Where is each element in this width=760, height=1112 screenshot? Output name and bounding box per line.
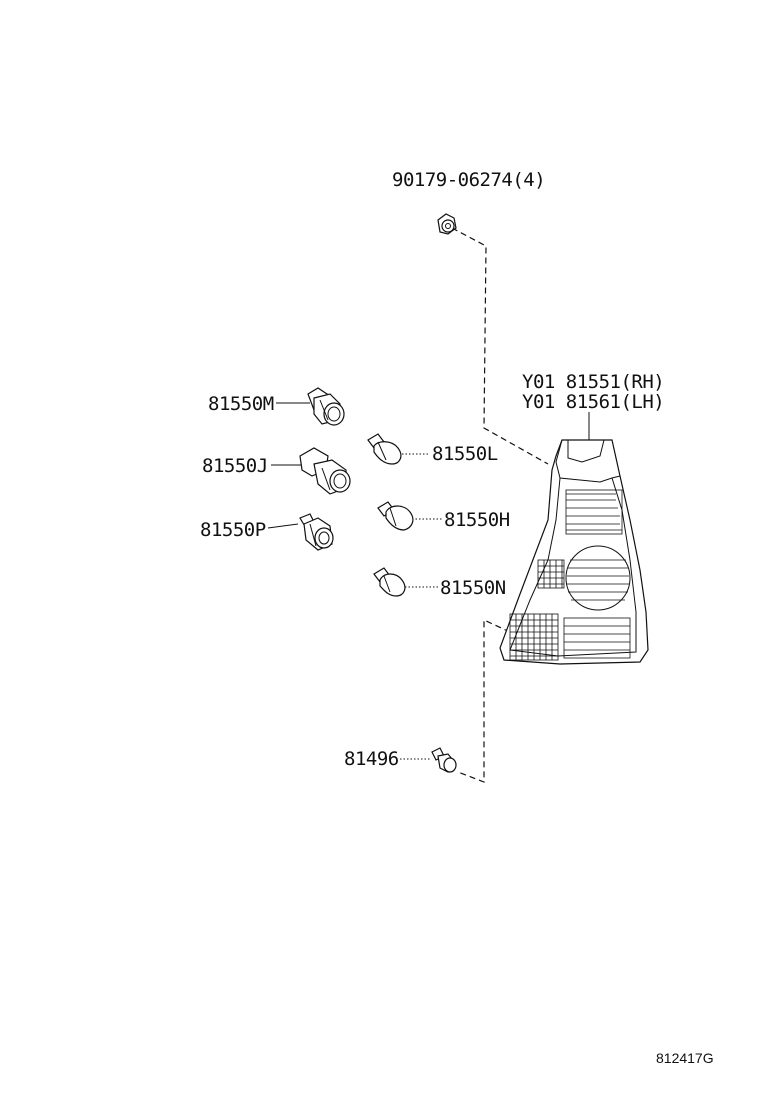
lamp-lh-part-number[interactable]: Y01 81561(LH) <box>522 391 665 413</box>
screw-part-number[interactable]: 90179-06274(4) <box>392 169 546 191</box>
lower-lens-ribs <box>563 617 631 659</box>
upper-lens-ribs <box>565 489 623 535</box>
socket-j-icon[interactable] <box>299 447 351 495</box>
socket-m-icon[interactable] <box>307 387 345 426</box>
small-crosshatch <box>537 559 565 589</box>
diagram-code: 812417G <box>656 1050 714 1066</box>
bulb-l-part-number[interactable]: 81550L <box>432 443 498 465</box>
bulb-l-icon[interactable] <box>367 433 402 465</box>
clip-icon[interactable] <box>431 747 457 773</box>
lamp-rh-part-number[interactable]: Y01 81551(RH) <box>522 371 665 393</box>
assembly-dashed-lines <box>451 227 549 783</box>
large-crosshatch <box>509 613 559 661</box>
socket-p-icon[interactable] <box>299 513 334 551</box>
bulb-n-part-number[interactable]: 81550N <box>440 577 506 599</box>
clip-part-number[interactable]: 81496 <box>344 748 399 770</box>
bulb-h-part-number[interactable]: 81550H <box>444 509 510 531</box>
socket-p-part-number[interactable]: 81550P <box>200 519 266 541</box>
screw-icon[interactable] <box>437 213 457 235</box>
rear-lamp-icon[interactable] <box>499 439 649 665</box>
socket-j-part-number[interactable]: 81550J <box>202 455 268 477</box>
bulb-h-icon[interactable] <box>377 501 414 531</box>
leader-lines <box>267 402 590 760</box>
socket-m-part-number[interactable]: 81550M <box>208 393 274 415</box>
bulb-n-icon[interactable] <box>373 567 406 597</box>
round-reflector <box>565 545 631 611</box>
